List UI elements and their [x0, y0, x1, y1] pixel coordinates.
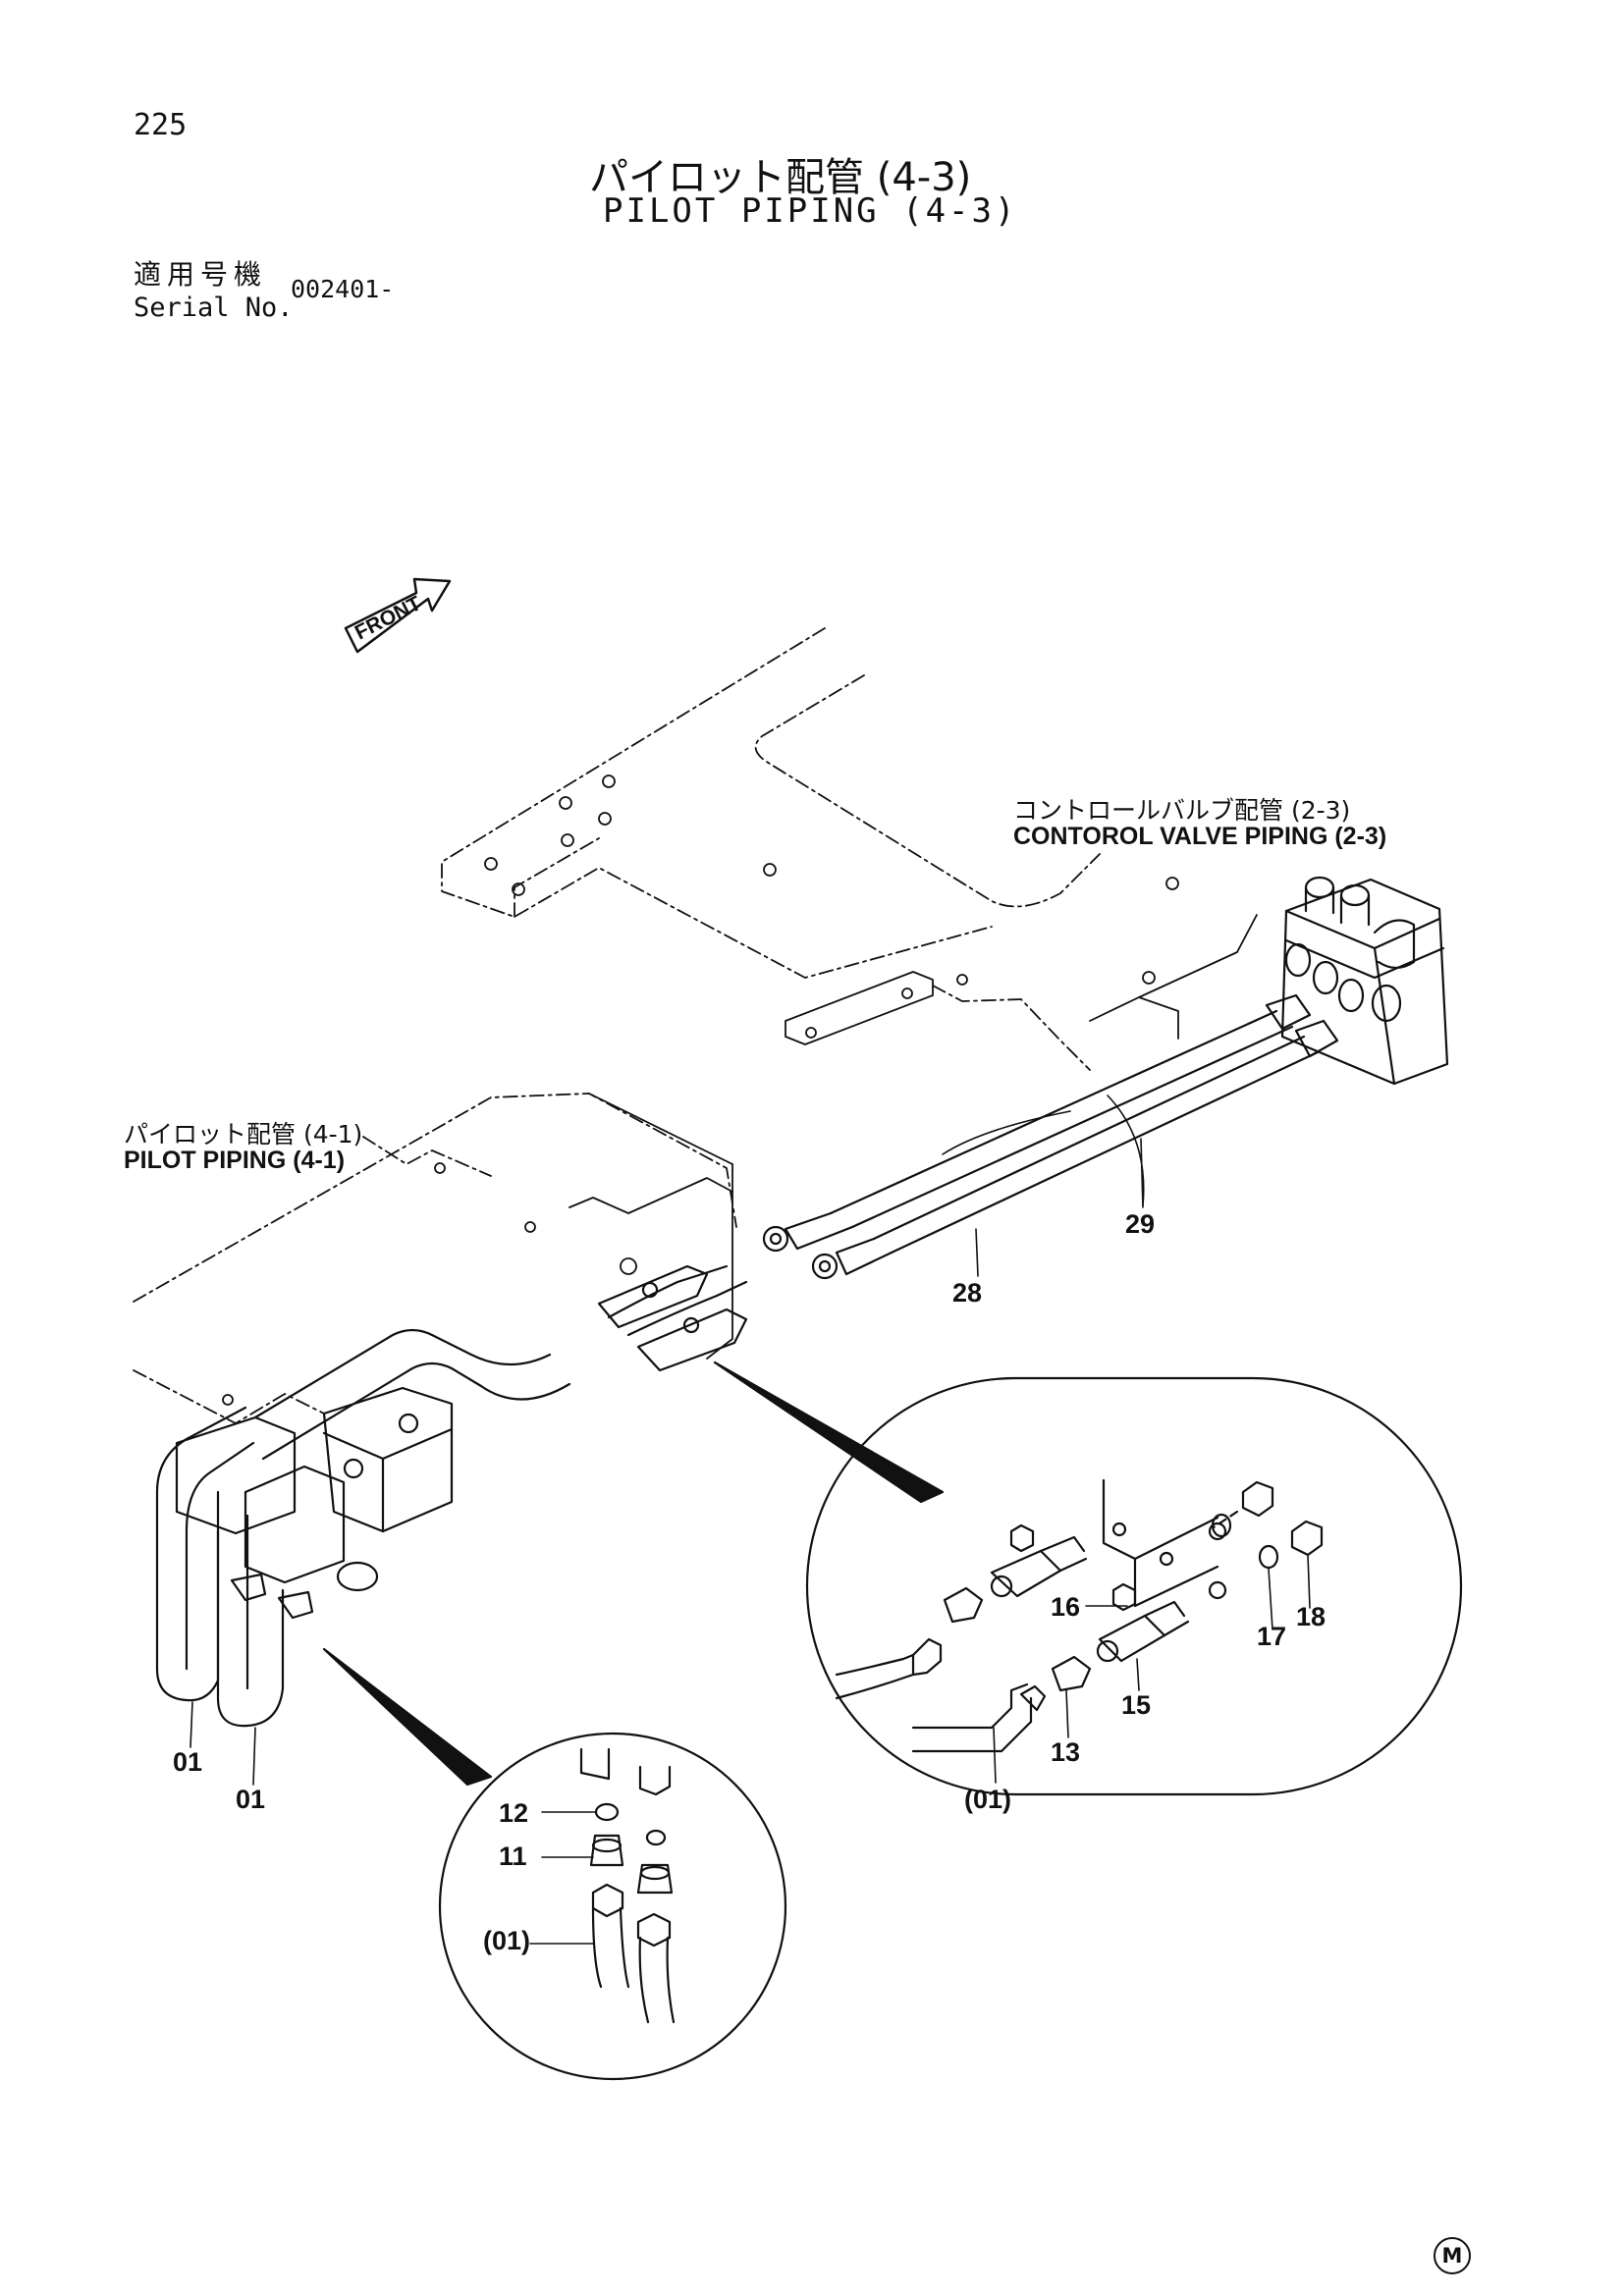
- upper-frame: [441, 627, 1258, 1071]
- part-number-29: 29: [1125, 1209, 1156, 1239]
- part-number-28: 28: [952, 1278, 983, 1308]
- part-number-12: 12: [499, 1798, 529, 1828]
- pilot-base-plate: [133, 1093, 737, 1424]
- part-number-01-left: 01: [173, 1747, 203, 1777]
- part-number-13: 13: [1051, 1737, 1081, 1767]
- hose-29: [811, 1019, 1339, 1280]
- part-number-01-right: 01: [236, 1785, 266, 1814]
- copyright-mark: M: [1434, 2237, 1471, 2274]
- control-valve-ref-en: CONTOROL VALVE PIPING (2-3): [1013, 823, 1387, 850]
- callout-pointer-right: [713, 1361, 945, 1504]
- part-number-16: 16: [1051, 1592, 1081, 1622]
- serial-label-en: Serial No.: [134, 293, 294, 323]
- serial-label-jp: 適用号機: [134, 258, 268, 291]
- serial-value: 002401-: [291, 275, 395, 303]
- part-number-15: 15: [1121, 1690, 1152, 1720]
- hose-28: [762, 993, 1312, 1253]
- leader-lines: [189, 1138, 1144, 1786]
- pilot-valve-bodies: [175, 1386, 454, 1620]
- front-arrow-icon: FRONT: [344, 577, 452, 654]
- pilot-piping-ref-en: PILOT PIPING (4-1): [124, 1147, 346, 1174]
- part-number-18: 18: [1296, 1602, 1326, 1631]
- detail-callout-right: [805, 1376, 1463, 1796]
- control-valve-ref-jp: コントロールバルブ配管 (2-3): [1013, 796, 1351, 825]
- pilot-pipe-bundle: [155, 1264, 748, 1728]
- page-title-en: PILOT PIPING (4-3): [603, 191, 1018, 231]
- pilot-piping-ref-jp: パイロット配管 (4-1): [124, 1120, 363, 1148]
- part-number-11: 11: [499, 1842, 527, 1871]
- page-number: 225: [134, 108, 188, 142]
- detail-callout-left: [438, 1732, 787, 2081]
- front-label: FRONT: [352, 592, 425, 644]
- callout-pointer-left: [322, 1647, 493, 1787]
- part-number-01-detail-a: (01): [483, 1926, 531, 1955]
- page-title-jp: パイロット配管 (4-3): [589, 155, 972, 200]
- control-valve-block: [1280, 876, 1449, 1086]
